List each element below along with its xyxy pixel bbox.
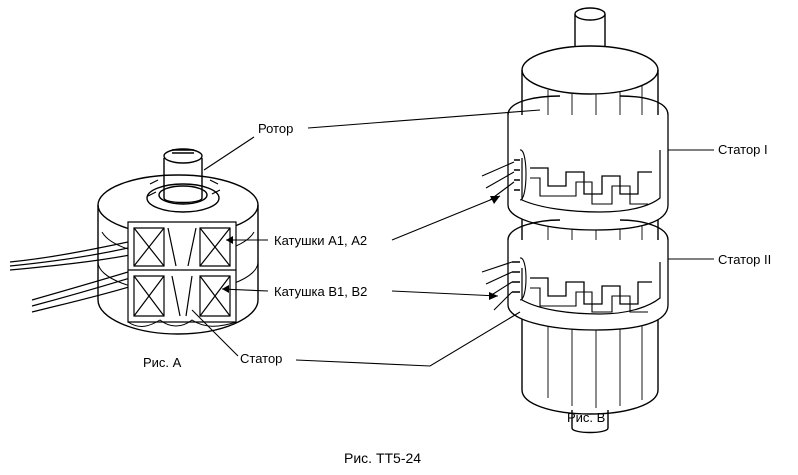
figure-b-motor (481, 7, 669, 434)
label-rotor: Ротор (258, 121, 294, 136)
figure-b-bottom-shaft (571, 410, 609, 434)
figure-b-rotor (521, 45, 659, 415)
figure-a-coils (127, 221, 237, 327)
leader-rotor-b (307, 109, 541, 129)
figure-b-wires (481, 161, 515, 311)
leader-coils-a-to-b (391, 195, 501, 241)
caption-fig-b: Рис. В (567, 410, 606, 425)
label-stator-2: Статор II (718, 252, 772, 267)
arrowhead-coils-b-left (222, 285, 229, 293)
label-stator-1: Статор I (718, 142, 768, 157)
label-coils-b: Катушка В1, В2 (274, 284, 368, 299)
figure-a-wires (9, 241, 133, 313)
leader-rotor-a (203, 136, 255, 171)
arrowhead-coils-a (490, 196, 500, 204)
leader-lines (191, 109, 714, 367)
leader-coils-b-to-b (391, 290, 499, 297)
arrowheads (222, 196, 500, 300)
arrowhead-coils-b (489, 292, 498, 300)
figure-a-rotor (146, 148, 221, 213)
figure-b-stator-1 (507, 95, 669, 231)
caption-main: Рис. ТТ5-24 (344, 450, 422, 466)
caption-fig-a: Рис. А (143, 355, 182, 370)
figure-b-top-shaft (574, 7, 606, 66)
label-stator: Статор (240, 351, 283, 366)
leader-stator-b (295, 311, 521, 367)
arrowhead-coils-a-left (226, 236, 233, 244)
leader-stator-a (191, 309, 239, 357)
label-coils-a: Катушки А1, А2 (274, 233, 368, 248)
figure-b-stator-2 (507, 219, 669, 331)
leader-coils-b (221, 288, 269, 292)
figure-a-motor (9, 148, 259, 335)
